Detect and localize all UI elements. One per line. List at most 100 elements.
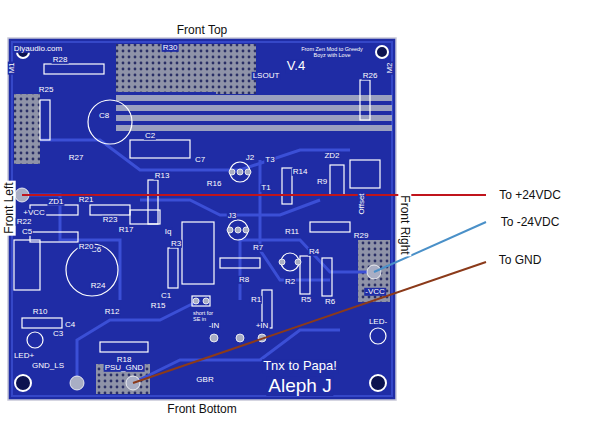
negative-wire [374,222,486,272]
silkscreen-label: R13 [154,172,171,180]
silkscreen-label: C5 [21,228,33,236]
component-outlines-rect [130,210,160,224]
silkscreen-label: Tnx to Papa! [262,359,338,373]
silkscreen-label: R30 [162,44,179,52]
component-outlines-circle [66,244,118,296]
component-outlines-circle [88,100,132,144]
pads-circle [70,376,84,390]
component-outlines-circle [228,220,248,240]
component-outlines-rect [192,296,210,306]
silkscreen-label: R20 [78,243,95,251]
silkscreen-label: C4 [64,321,76,329]
silkscreen-label: R24 [90,282,107,290]
silkscreen-label: LED+ [13,352,35,360]
lsout-bus-rect [116,95,392,101]
silkscreen-label: GND_LS [31,362,65,370]
silkscreen-label: R8 [238,276,250,284]
silkscreen-label: Aleph J [266,376,333,396]
component-outlines-circle [27,332,43,348]
silkscreen-label: PSU_GND [104,364,145,372]
component-outlines-rect [100,342,148,352]
component-outlines-rect [220,258,260,268]
silkscreen-label: R5 [300,296,312,304]
silkscreen-label: R17 [118,226,135,234]
component-outlines-rect [360,80,370,120]
component-outlines-rect [40,100,50,140]
lsout-bus-rect [116,105,392,111]
board [8,38,396,400]
pads-circle [243,227,249,233]
silkscreen-label: Offset [358,192,366,215]
perfboard-areas-rect [216,44,256,94]
board-rect [8,38,396,400]
component-outlines-rect [90,205,130,215]
silkscreen-label: R15 [150,302,167,310]
silkscreen-label: J3 [227,212,237,220]
silkscreen-label: short for SE in [193,310,219,322]
component-outlines-rect [350,160,380,188]
silkscreen-label: C3 [52,330,64,338]
silkscreen-label: J2 [245,154,255,162]
silkscreen-label: R22 [16,218,33,226]
pads-circle [295,259,301,265]
board-rect [12,42,392,396]
silkscreen-label: -VCC [364,288,386,296]
silkscreen-label: ZD2 [323,152,340,160]
silkscreen-label: R25 [38,86,55,94]
mounting-holes-circle [370,375,386,391]
pads-circle [229,169,235,175]
lsout-bus-rect [116,115,392,121]
ground-wire [133,262,486,383]
silkscreen-label: V.4 [286,59,306,73]
copper-traces-polyline [40,140,350,170]
silkscreen-label: -IN [208,322,221,330]
component-outlines-rect [130,140,190,158]
pads-circle [236,334,244,342]
silkscreen-label: C2 [144,132,156,140]
pads-circle [237,169,243,175]
copper-traces-polyline [22,195,120,300]
silkscreen-label: C1 [160,292,172,300]
silkscreen-label: R3 [170,240,182,248]
mounting-holes-circle [15,375,31,391]
silkscreen-label: R10 [32,308,49,316]
annotation-label: To GND [497,254,544,267]
silkscreen-label: R23 [102,216,119,224]
component-outlines-circle [370,328,386,344]
pads-circle [193,298,199,304]
silkscreen-label: ZD1 [47,198,64,206]
silkscreen-label: LSOUT [252,72,281,80]
silkscreen-label: C7 [194,156,206,164]
annotation-label: Front Right [399,193,412,256]
silkscreen-label: R21 [78,196,95,204]
copper-traces-polyline [240,240,374,300]
pads-circle [210,334,218,342]
pads-circle [203,298,209,304]
silkscreen-label: R7 [252,244,264,252]
perfboard-areas-rect [116,44,216,92]
lsout-bus [116,95,392,131]
silkscreen-label: R16 [206,180,223,188]
annotation-label: Front Top [175,24,229,37]
component-outlines-rect [44,64,104,74]
component-outlines-rect [30,232,78,242]
perfboard-areas-rect [14,94,40,164]
silkscreen-label: T3 [264,156,275,164]
silkscreen-label: R29 [353,232,370,240]
copper-traces [22,140,374,383]
silkscreen-label: Diyaudio.com [13,45,63,53]
pads-circle [227,227,233,233]
component-outlines [14,64,386,352]
mounting-holes-circle [376,46,388,58]
silkscreen-label: R14 [292,168,309,176]
component-outlines-rect [22,318,62,328]
component-outlines-rect [322,258,332,296]
silkscreen-label: Iq [164,228,173,236]
pads-circle [279,259,285,265]
silkscreen-label: M2 [386,61,394,74]
silkscreen-label: M1 [8,61,16,74]
silkscreen-label: R12 [104,308,121,316]
silkscreen-label: R11 [284,228,300,236]
pads-circle [235,227,241,233]
silkscreen-label: T1 [260,184,271,192]
